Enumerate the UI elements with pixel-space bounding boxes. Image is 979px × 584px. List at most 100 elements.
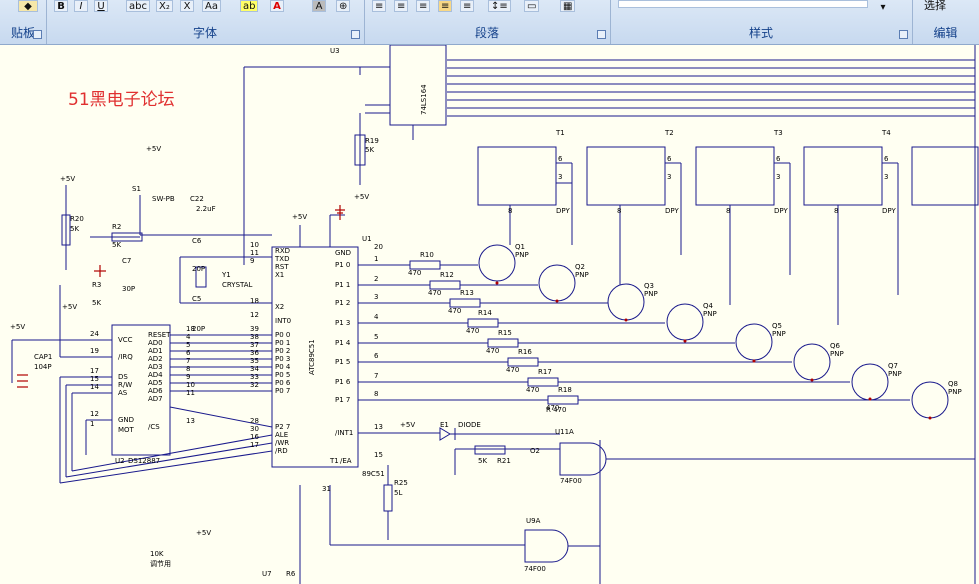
- display-pin-1-0: 8: [617, 207, 622, 215]
- align-right-button[interactable]: ≡: [416, 0, 431, 12]
- justify-button[interactable]: ≡: [438, 0, 453, 12]
- mcu-pin-7: P0 1: [275, 339, 291, 347]
- resistor-ref-7: R18: [558, 386, 572, 394]
- enclose-char-button[interactable]: ⊕: [336, 0, 351, 12]
- rtc-rpin-num-2: 5: [186, 341, 191, 349]
- subscript-button[interactable]: X₂: [156, 0, 173, 12]
- transistor-ref-3: Q4: [703, 302, 713, 310]
- mcu-rpin-num-10: 15: [374, 451, 383, 459]
- clipboard-launcher-icon[interactable]: [33, 30, 42, 39]
- rtc-pin-2: DS: [118, 373, 128, 381]
- rtc-pin-num-3: 15: [90, 375, 99, 383]
- rtc-rpin-num-4: 7: [186, 357, 191, 365]
- border-button[interactable]: ▦: [560, 0, 576, 12]
- r21-label: R21: [497, 457, 511, 465]
- r19-label: R19: [365, 137, 379, 145]
- s1-label: S1: [132, 185, 141, 193]
- change-case-button[interactable]: Aa: [202, 0, 221, 12]
- paragraph-launcher-icon[interactable]: [597, 30, 606, 39]
- mcu-rpin-num-11: 31: [322, 485, 331, 493]
- r6-label: R6: [286, 570, 296, 578]
- resistor-value-0: 470: [408, 269, 422, 277]
- distributed-button[interactable]: ≡: [460, 0, 475, 12]
- rtc-rpin-num-8: 11: [186, 389, 195, 397]
- mcu-pin-num-6: 39: [250, 325, 259, 333]
- resistor-ref-2: R13: [460, 289, 474, 297]
- mcu-rpin-3: P1 2: [335, 299, 351, 307]
- resistor-ref-3: R14: [478, 309, 492, 317]
- display-pin-2-0: 8: [726, 207, 731, 215]
- rtc-rpin-9: /CS: [148, 423, 160, 431]
- mcu-rpin-num-8: 8: [374, 390, 379, 398]
- mcu-pin-num-14: 28: [250, 417, 259, 425]
- format-painter-icon[interactable]: ◆: [18, 0, 38, 12]
- diode-ref: E1: [440, 421, 449, 429]
- transistor-type-2: PNP: [644, 290, 658, 298]
- rtc-pin-num-6: 1: [90, 420, 95, 428]
- align-center-button[interactable]: ≡: [394, 0, 409, 12]
- swpb-label: SW-PB: [152, 195, 175, 203]
- display-ref-0: T1: [556, 129, 565, 137]
- mcu-rpin-4: P1 3: [335, 319, 351, 327]
- mcu-pin-num-13: 32: [250, 381, 259, 389]
- underline-button[interactable]: U: [94, 0, 108, 12]
- rtc-rpin-5: AD4: [148, 371, 163, 379]
- transistor-type-4: PNP: [772, 330, 786, 338]
- styles-launcher-icon[interactable]: [899, 30, 908, 39]
- ribbon-toolbar: ◆ 贴板 B I U abc X₂ X Aa ab A A ⊕ 字体 ≡ ≡ ≡…: [0, 0, 979, 45]
- italic-button[interactable]: I: [74, 0, 88, 12]
- r3-value: 5K: [92, 299, 102, 307]
- display-pin-1-1: 6: [667, 155, 672, 163]
- display-pin-3-0: 8: [834, 207, 839, 215]
- transistor-ref-6: Q7: [888, 362, 898, 370]
- char-shading-button[interactable]: A: [312, 0, 326, 12]
- rtc-name: DS12887: [128, 457, 161, 465]
- r2-value: 5K: [112, 241, 122, 249]
- styles-group: ▾ 样式: [610, 0, 913, 44]
- mcu-pin-num-5: 12: [250, 311, 259, 319]
- mcu-pin-num-0: 10: [250, 241, 259, 249]
- resistor-value-4: 470: [486, 347, 500, 355]
- align-left-button[interactable]: ≡: [372, 0, 387, 12]
- display-pin-0-2: 3: [558, 173, 563, 181]
- mcu-pin-num-15: 30: [250, 425, 259, 433]
- bold-button[interactable]: B: [54, 0, 68, 12]
- rtc-rpin-2: AD1: [148, 347, 163, 355]
- mcu-rpin-num-9: 13: [374, 423, 383, 431]
- rtc-pin-num-0: 24: [90, 330, 99, 338]
- mcu-rpin-num-2: 2: [374, 275, 379, 283]
- line-spacing-button[interactable]: ↕≡: [488, 0, 511, 12]
- resistor-value-6: 470: [526, 386, 540, 394]
- mcu-pin-num-9: 36: [250, 349, 259, 357]
- styles-more-icon[interactable]: ▾: [880, 2, 886, 13]
- highlight-button[interactable]: ab: [240, 0, 259, 12]
- r25-value: 5L: [394, 489, 403, 497]
- mcu-rpin-num-1: 1: [374, 255, 379, 263]
- c5-value: 20P: [192, 325, 206, 333]
- mcu-pin-num-2: 9: [250, 257, 255, 265]
- mcu-pin-3: X1: [275, 271, 285, 279]
- mcu-pin-num-10: 35: [250, 357, 259, 365]
- select-button[interactable]: 选择: [924, 0, 946, 12]
- mcu-rpin-9: /INT1: [335, 429, 354, 437]
- superscript-button[interactable]: X: [180, 0, 194, 12]
- mcu-rpin-7: P1 6: [335, 378, 351, 386]
- font-launcher-icon[interactable]: [351, 30, 360, 39]
- rtc-pin-1: /IRQ: [118, 353, 133, 361]
- rtc-pin-num-5: 12: [90, 410, 99, 418]
- mcu-rpin-8: P1 7: [335, 396, 351, 404]
- display-dpy-2: DPY: [774, 207, 788, 215]
- rtc-pin-num-1: 19: [90, 347, 99, 355]
- styles-gallery[interactable]: [618, 0, 868, 8]
- shading-button[interactable]: ▭: [524, 0, 540, 12]
- strikethrough-button[interactable]: abc: [126, 0, 150, 12]
- resistor-value-1: 470: [428, 289, 442, 297]
- rtc-rpin-num-3: 6: [186, 349, 191, 357]
- mcu-pin-15: ALE: [275, 431, 289, 439]
- shift-name: 74LS164: [420, 84, 428, 115]
- mcu-rpin-num-5: 5: [374, 333, 379, 341]
- mcu-bottom-label: 89C51: [362, 470, 385, 478]
- mcu-pin-13: P0 7: [275, 387, 291, 395]
- mcu-pin-9: P0 3: [275, 355, 291, 363]
- font-color-button[interactable]: A: [270, 0, 284, 12]
